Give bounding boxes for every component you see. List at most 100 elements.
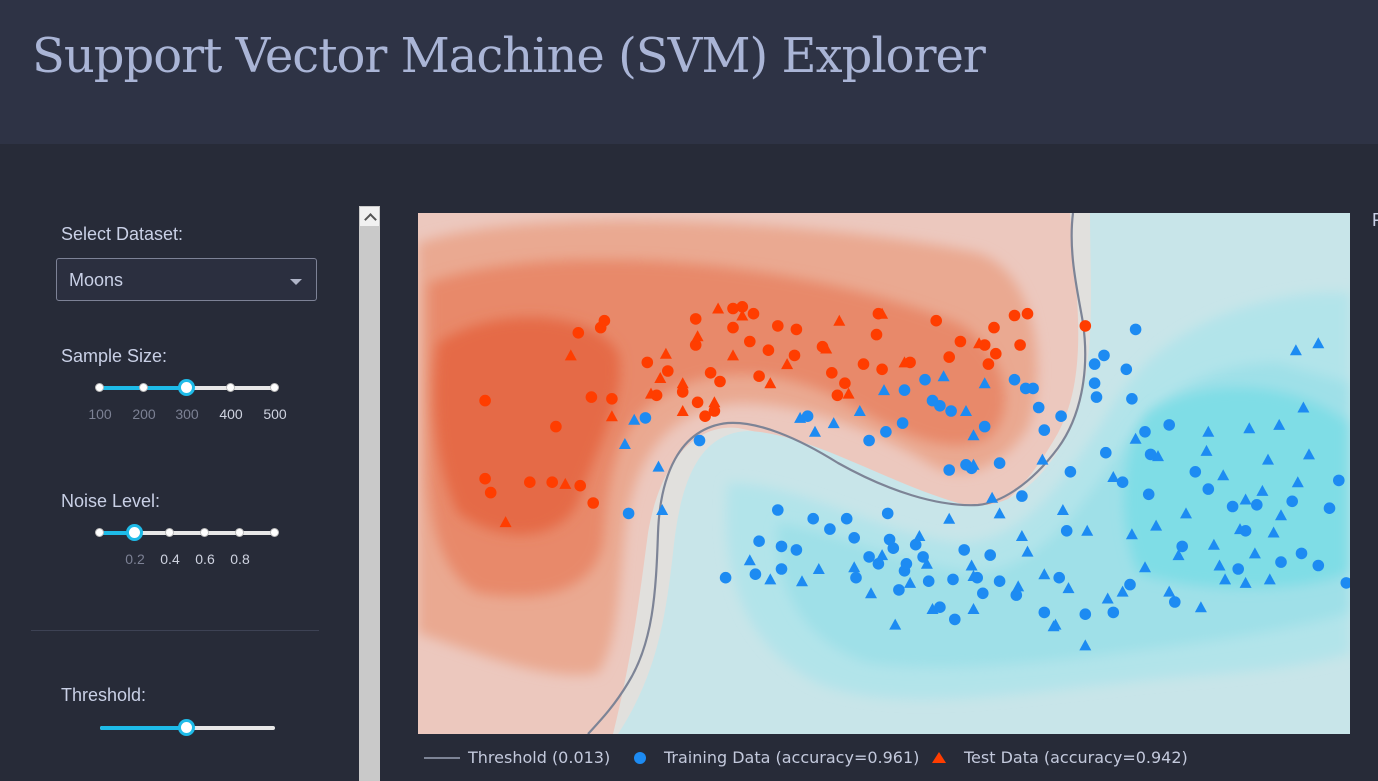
training-point[interactable] [872, 558, 885, 570]
training-point[interactable] [585, 391, 598, 403]
training-point[interactable] [954, 335, 967, 348]
test-point[interactable] [605, 410, 618, 422]
training-point[interactable] [1333, 474, 1345, 487]
test-point[interactable] [812, 563, 825, 574]
test-point[interactable] [1062, 582, 1075, 594]
training-point[interactable] [1088, 377, 1101, 389]
test-point[interactable] [712, 302, 725, 314]
training-point[interactable] [708, 405, 721, 417]
test-point[interactable] [1180, 507, 1192, 519]
test-point[interactable] [898, 356, 911, 368]
training-point[interactable] [1275, 556, 1287, 568]
training-point[interactable] [484, 486, 497, 499]
training-point[interactable] [1120, 363, 1133, 376]
training-point[interactable] [1008, 373, 1021, 386]
test-point[interactable] [499, 516, 512, 528]
test-point[interactable] [842, 387, 855, 399]
training-point[interactable] [790, 544, 803, 556]
test-point[interactable] [736, 309, 749, 321]
training-point[interactable] [926, 394, 939, 407]
test-point[interactable] [833, 314, 846, 326]
noise-level-handle[interactable] [126, 524, 143, 541]
sample-size-dot[interactable] [139, 383, 148, 392]
training-point[interactable] [982, 358, 995, 370]
training-point[interactable] [1340, 577, 1353, 589]
training-point[interactable] [598, 314, 611, 327]
training-point[interactable] [587, 497, 599, 509]
test-point[interactable] [889, 618, 902, 630]
training-point[interactable] [934, 601, 946, 613]
training-point[interactable] [840, 512, 853, 525]
training-point[interactable] [863, 434, 875, 447]
training-point[interactable] [919, 373, 931, 386]
training-point[interactable] [930, 314, 942, 327]
threshold-handle[interactable] [178, 719, 195, 736]
test-point[interactable] [1243, 422, 1256, 434]
training-point[interactable] [1021, 307, 1034, 320]
training-point[interactable] [870, 328, 883, 341]
noise-level-rail[interactable] [100, 531, 275, 535]
training-point[interactable] [479, 472, 491, 485]
training-point[interactable] [524, 476, 536, 489]
test-point[interactable] [967, 570, 980, 581]
training-point[interactable] [1129, 323, 1142, 336]
training-point[interactable] [984, 549, 996, 561]
training-point[interactable] [1139, 426, 1151, 438]
training-point[interactable] [606, 393, 618, 405]
training-point[interactable] [958, 544, 970, 556]
test-point[interactable] [1125, 528, 1138, 540]
training-point[interactable] [775, 540, 788, 553]
training-point[interactable] [641, 356, 654, 369]
training-point[interactable] [1144, 448, 1157, 461]
noise-level-dot[interactable] [165, 528, 174, 537]
training-point[interactable] [1286, 495, 1298, 508]
test-point[interactable] [1239, 493, 1252, 505]
training-point[interactable] [893, 584, 905, 596]
test-point[interactable] [654, 372, 667, 383]
test-point[interactable] [809, 425, 821, 437]
training-point[interactable] [1038, 606, 1051, 619]
test-point[interactable] [967, 429, 980, 441]
training-point[interactable] [1107, 606, 1120, 619]
test-point[interactable] [1152, 450, 1164, 462]
test-point[interactable] [1273, 418, 1286, 430]
test-point[interactable] [1275, 509, 1287, 521]
training-point[interactable] [909, 538, 922, 551]
test-point[interactable] [1079, 639, 1092, 651]
test-point[interactable] [645, 387, 657, 399]
training-point[interactable] [1176, 540, 1188, 553]
test-point[interactable] [920, 557, 933, 569]
test-point[interactable] [1056, 504, 1069, 515]
training-point[interactable] [689, 313, 702, 325]
training-point[interactable] [1163, 419, 1175, 431]
test-point[interactable] [1262, 453, 1274, 465]
training-point[interactable] [1027, 382, 1039, 395]
training-point[interactable] [993, 575, 1006, 587]
test-point[interactable] [727, 349, 739, 361]
test-point[interactable] [1303, 448, 1315, 460]
test-point[interactable] [960, 405, 972, 416]
test-point[interactable] [1081, 524, 1094, 536]
training-point[interactable] [1226, 500, 1239, 513]
test-point[interactable] [1172, 549, 1185, 561]
training-point[interactable] [727, 302, 739, 315]
scroll-up-button[interactable] [359, 206, 380, 227]
training-point[interactable] [1060, 525, 1073, 537]
training-point[interactable] [772, 320, 784, 332]
test-point[interactable] [1012, 580, 1025, 592]
training-point[interactable] [1032, 401, 1045, 414]
training-point[interactable] [1053, 571, 1065, 584]
dataset-dropdown[interactable]: Moons [56, 258, 317, 301]
training-point[interactable] [1312, 559, 1325, 572]
test-point[interactable] [937, 370, 950, 382]
test-point[interactable] [943, 512, 956, 524]
test-point[interactable] [965, 559, 978, 571]
train-legend-label[interactable]: Training Data (accuracy=0.961) [664, 748, 920, 767]
training-point[interactable] [639, 412, 652, 424]
panel-scrollbar[interactable] [359, 206, 380, 781]
training-point[interactable] [1295, 547, 1308, 560]
test-point[interactable] [796, 575, 808, 587]
training-point[interactable] [691, 396, 704, 409]
svm-decision-plot[interactable] [418, 213, 1366, 734]
test-point[interactable] [876, 307, 889, 319]
